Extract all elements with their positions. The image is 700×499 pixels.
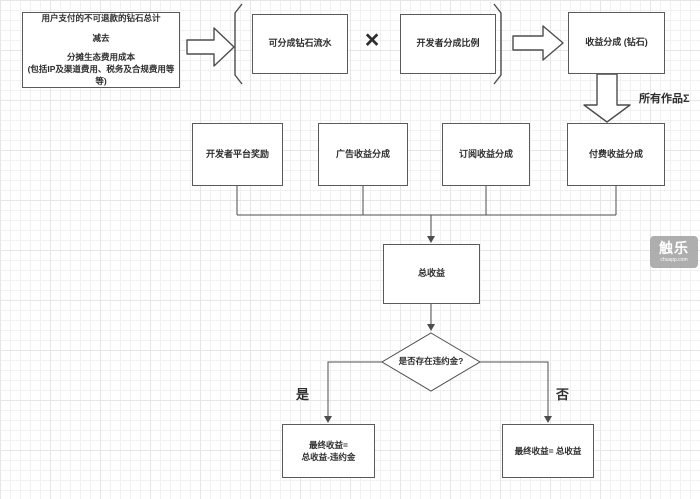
- node-paid-revenue-share: 付费收益分成: [567, 123, 665, 186]
- arrowhead-yes-branch: [324, 416, 332, 423]
- no-branch-line: [480, 361, 549, 417]
- node-final-revenue-no-penalty: 最终收益= 总收益: [502, 424, 594, 478]
- branch-yes-label: 是: [296, 387, 310, 402]
- all-works-sigma-label: 所有作品Σ: [639, 93, 690, 105]
- platform-reward-label: 开发者平台奖励: [205, 148, 269, 159]
- node-subscription-revenue-share: 订阅收益分成: [442, 123, 530, 186]
- node-developer-platform-reward: 开发者平台奖励: [192, 123, 283, 186]
- divisible-flow-label: 可分成钻石流水: [268, 38, 332, 49]
- node-final-revenue-with-penalty: 最终收益= 总收益-违约金: [282, 424, 375, 478]
- cost-summary-line4: (包括IP及渠道费用、税务及合规费用等等): [27, 64, 175, 87]
- paid-revenue-label: 付费收益分成: [588, 148, 643, 159]
- node-divisible-diamond-flow: 可分成钻石流水: [252, 14, 348, 74]
- yes-branch-line: [327, 361, 382, 417]
- block-arrow-right-1: [186, 27, 235, 67]
- cost-summary-line1: 用户支付的不可退款的钻石总计: [41, 13, 161, 24]
- node-total-revenue: 总收益: [383, 244, 480, 304]
- bus-lines: [236, 186, 617, 216]
- total-revenue-label: 总收益: [417, 268, 445, 279]
- watermark-badge: 触乐 chuapp.com: [650, 236, 698, 268]
- arrowhead-to-total: [427, 236, 435, 243]
- branch-no-label: 否: [556, 387, 570, 402]
- decision-penalty-exists: 是否存在违约金?: [398, 356, 464, 366]
- node-developer-share-ratio: 开发者分成比例: [400, 14, 496, 74]
- ad-revenue-label: 广告收益分成: [335, 148, 390, 159]
- cost-summary-line2: 减去: [92, 32, 110, 43]
- final-with-penalty-line1: 最终收益=: [309, 439, 348, 450]
- cost-summary-line3: 分摊生态费用成本: [66, 51, 135, 62]
- watermark-title: 触乐: [659, 240, 689, 257]
- final-with-penalty-line2: 总收益-违约金: [301, 452, 356, 462]
- arrowhead-to-decision: [427, 324, 435, 331]
- arrowhead-no-branch: [544, 416, 552, 423]
- multiply-operator: ×: [364, 26, 380, 54]
- final-no-penalty-label: 最终收益= 总收益: [514, 445, 582, 456]
- right-parenthesis: [493, 3, 502, 85]
- left-parenthesis: [234, 3, 243, 85]
- node-revenue-share-diamond: 收益分成 (钻石): [568, 12, 665, 74]
- revenue-share-diamond-label: 收益分成 (钻石): [585, 37, 648, 48]
- decision-diamond-shape: [381, 332, 481, 392]
- block-arrow-right-2: [512, 25, 564, 61]
- watermark-subtitle: chuapp.com: [660, 256, 688, 263]
- developer-ratio-label: 开发者分成比例: [416, 38, 480, 49]
- node-ad-revenue-share: 广告收益分成: [318, 123, 408, 186]
- node-cost-summary: 用户支付的不可退款的钻石总计 减去 分摊生态费用成本 (包括IP及渠道费用、税务…: [22, 12, 180, 88]
- subscription-revenue-label: 订阅收益分成: [458, 148, 513, 159]
- block-arrow-down: [583, 73, 631, 123]
